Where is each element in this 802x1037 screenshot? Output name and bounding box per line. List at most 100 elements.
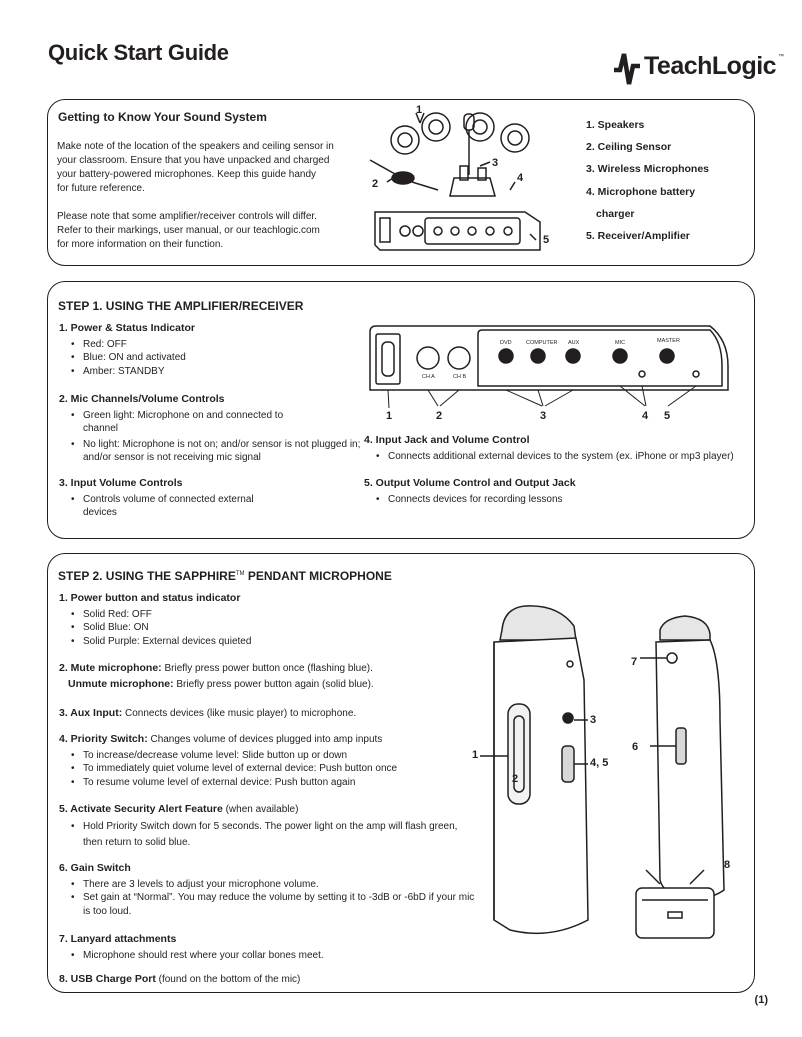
usb-charge-port-icon [667,911,683,919]
speaker-icon [500,123,530,153]
legend-item: charger [596,207,635,220]
intro-line: for future reference. [57,183,145,194]
callout-microphones: 3 [492,157,499,169]
item-heading: 8. USB Charge Port [59,973,156,985]
computer-knob-icon [530,348,546,364]
power-button-icon [507,703,531,805]
panel-label: MIC [615,340,625,346]
step2-title-text: PENDANT MICROPHONE [244,569,392,583]
step1-item-input-jack: 4. Input Jack and Volume Control Connect… [364,434,754,463]
callout-ceiling-sensor: 2 [372,178,379,190]
ceiling-sensor-icon [391,171,415,185]
panel-label: MASTER [657,338,680,344]
intro-line: Please note that some amplifier/receiver… [57,211,317,222]
callout-charger: 4 [517,172,524,184]
item-heading: 5. Output Volume Control and Output Jack [364,477,576,489]
bullet: Connects additional external devices to … [376,450,754,464]
teachlogic-logo: TeachLogic ™ [612,46,787,92]
item-heading: 4. Input Jack and Volume Control [364,434,530,446]
bullet: Set gain at “Normal”. You may reduce the… [71,891,479,918]
ch-b-knob-icon [447,346,471,370]
usb-port-view-icon [635,887,715,939]
callout-input-jack: 4 [642,410,649,422]
panel-label: CH A [422,374,435,380]
item-text: Connects devices (like music player) to … [122,708,357,719]
callout-priority-switch: 4, 5 [590,757,609,769]
step1-item-power: 1. Power & Status Indicator Red: OFF Blu… [59,322,359,378]
item-text: Changes volume of devices plugged into a… [147,734,383,745]
bullet: Controls volume of connected external de… [71,493,273,520]
legend-item: 4. Microphone battery [586,185,696,198]
callout-usb-port: 8 [724,859,731,871]
step2-item-lanyard: 7. Lanyard attachments Microphone should… [59,933,479,962]
page-number: (1) [754,994,768,1006]
bullet: Microphone should rest where your collar… [71,949,479,963]
bullet: Connects devices for recording lessons [376,493,754,507]
intro-line: for more information on their function. [57,239,224,250]
callout-gain-switch: 6 [632,741,639,753]
bullet: Solid Blue: ON [71,621,479,635]
bullet: Solid Red: OFF [71,608,479,622]
power-indicator-icon [375,333,401,385]
step1-title: STEP 1. USING THE AMPLIFIER/RECEIVER [58,299,304,313]
item-text: Briefly press power button once (flashin… [161,663,373,674]
item-heading: Unmute microphone: [68,677,174,690]
item-heading: 3. Aux Input: [59,707,123,719]
panel-label: CH B [453,374,466,380]
legend-item: 5. Receiver/Amplifier [586,230,690,243]
item-heading: 3. Input Volume Controls [59,477,183,489]
item-heading: 2. Mute microphone: [59,662,162,674]
item-heading: 1. Power button and status indicator [59,592,241,604]
receiver-amplifier-icon [374,211,541,251]
legend-item: 1. Speakers [586,119,645,131]
callout-speakers: 1 [416,104,423,116]
speaker-icon [390,125,420,155]
gain-switch-icon [675,727,687,765]
bullet: Solid Purple: External devices quieted [71,635,479,649]
intro-paragraph-2: Please note that some amplifier/receiver… [57,210,320,252]
step1-item-output: 5. Output Volume Control and Output Jack… [364,477,754,506]
step2-item-aux: 3. Aux Input: Connects devices (like mus… [59,707,479,721]
step2-title-text: STEP 2. USING THE SAPPHIRE [58,569,236,583]
speaker-icon [465,112,495,142]
mic-knob-icon [612,348,628,364]
item-text: Briefly press power button again (solid … [173,678,374,690]
intro-line: your battery-powered microphones. Keep t… [57,169,317,180]
bullet: To immediately quiet volume level of ext… [71,762,479,776]
sound-system-illustration [369,112,541,251]
priority-switch-icon [561,745,575,783]
callout-mute: 2 [512,773,519,785]
bullet: Hold Priority Switch down for 5 seconds.… [71,819,479,851]
aux-knob-icon [565,348,581,364]
item-heading: 2. Mic Channels/Volume Controls [59,393,225,405]
legend-item: 2. Ceiling Sensor [586,141,672,154]
callout-output: 5 [664,410,671,422]
brand-tm: ™ [778,54,784,60]
speaker-icon [421,112,451,142]
panel-label: AUX [568,340,580,346]
bullet: Green light: Microphone on and connected… [71,409,293,436]
output-jack-icon [692,370,700,378]
bullet: To resume volume level of external devic… [71,776,479,790]
step1-item-input-volume: 3. Input Volume Controls Controls volume… [59,477,319,520]
step2-item-security: 5. Activate Security Alert Feature (when… [59,803,479,851]
intro-line: your classroom. Ensure that you have unp… [57,155,330,166]
dvd-knob-icon [498,348,514,364]
item-text: (when available) [222,804,299,815]
amplifier-front-panel: CH A CH B DVD COMPUTER AUX MIC MASTER [369,325,729,391]
bullet: To increase/decrease volume level: Slide… [71,749,479,763]
callout-power: 1 [386,410,393,422]
callout-mic-channels: 2 [436,410,443,422]
logo-mark-icon [614,53,640,85]
intro-title: Getting to Know Your Sound System [58,110,267,124]
step2-title-tm: TM [235,571,245,577]
bullet: Red: OFF [71,338,359,352]
step2-item-gain: 6. Gain Switch There are 3 levels to adj… [59,862,479,918]
callout-power-button: 1 [472,749,479,761]
legend-item: 3. Wireless Microphones [586,163,710,176]
microphone-head-icon [499,605,577,641]
aux-input-icon [562,712,574,724]
bullet: Amber: STANDBY [71,365,359,379]
intro-line: Refer to their markings, user manual, or… [57,225,320,236]
master-knob-icon [659,348,675,364]
